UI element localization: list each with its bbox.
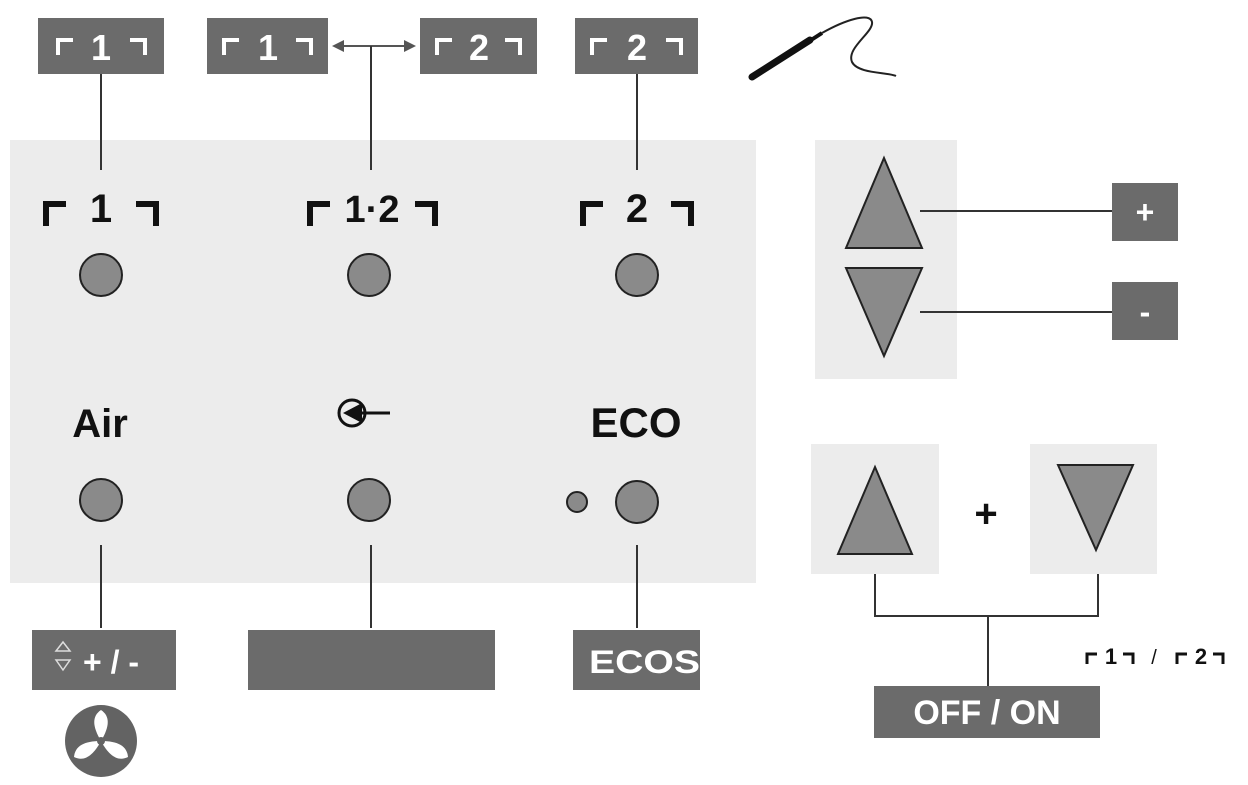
label-zone-12: 1·2 — [307, 189, 438, 231]
combo-plus-sign: + — [974, 492, 997, 536]
air-button[interactable] — [79, 478, 123, 522]
zone-note-1: 1 — [1105, 644, 1117, 669]
up-triangle-icon — [54, 640, 72, 652]
tag-minus-text: - — [1140, 294, 1151, 330]
fan-icon — [65, 705, 137, 777]
tag-eco-action: ECOS — [573, 630, 700, 690]
down-triangle-icon — [54, 659, 72, 672]
label-zone-1-text: 1 — [90, 187, 112, 231]
zone-12-button[interactable] — [347, 253, 391, 297]
label-zone-12-text: 1·2 — [345, 189, 400, 231]
timer-button[interactable] — [347, 478, 391, 522]
combo-bracket — [874, 574, 1099, 617]
zone-note-separator: / — [1151, 647, 1157, 669]
label-zone-2: 2 — [580, 187, 694, 231]
tag-link-left: 1 — [207, 18, 328, 74]
tag-eco-action-text: ECOS — [589, 644, 700, 680]
double-arrow-icon — [332, 40, 416, 52]
combo-down-arrow[interactable] — [1056, 464, 1135, 553]
tag-plus-text: + — [1136, 194, 1155, 230]
combo-up-arrow[interactable] — [836, 464, 914, 555]
tag-zone-1-number: 1 — [91, 27, 111, 68]
tag-zone-2-number: 2 — [627, 27, 647, 68]
tag-air-action-text: + / - — [83, 644, 139, 680]
zone-note-2: 2 — [1195, 644, 1207, 669]
up-arrow-button[interactable] — [844, 155, 924, 249]
tag-minus: - — [1112, 282, 1178, 340]
tag-off-on-text: OFF / ON — [913, 694, 1060, 732]
down-arrow-button[interactable] — [844, 267, 924, 359]
tag-air-action: + / - — [32, 630, 176, 690]
zone-1-button[interactable] — [79, 253, 123, 297]
tag-link-right-number: 2 — [469, 27, 489, 68]
tag-plus: + — [1112, 183, 1178, 241]
tag-zone-2: 2 — [575, 18, 698, 74]
zone-2-button[interactable] — [615, 253, 659, 297]
tag-zone-1: 1 — [38, 18, 164, 74]
tag-link-left-number: 1 — [258, 27, 278, 68]
tag-link-right: 2 — [420, 18, 537, 74]
eco-indicator-led — [566, 491, 588, 513]
label-zone-2-text: 2 — [626, 187, 648, 231]
tag-timer-blank — [248, 630, 495, 690]
eco-label: ECO — [590, 399, 681, 446]
temperature-probe-icon — [748, 16, 897, 81]
tag-off-on: OFF / ON — [874, 686, 1100, 738]
eco-button[interactable] — [615, 480, 659, 524]
timer-icon — [337, 398, 390, 428]
air-label: Air — [72, 402, 128, 446]
zone-note: 1 / 2 — [1085, 644, 1225, 669]
label-zone-1: 1 — [43, 187, 159, 231]
